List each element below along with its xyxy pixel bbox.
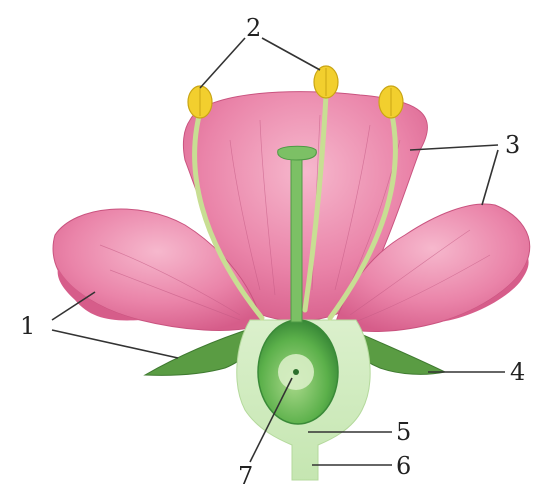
leader-2b xyxy=(262,38,320,70)
label-1: 1 xyxy=(20,312,35,340)
style xyxy=(291,158,302,322)
leader-3a xyxy=(410,145,498,150)
leader-2a xyxy=(200,38,245,88)
label-3: 3 xyxy=(505,131,520,159)
stigma xyxy=(278,146,317,160)
leader-1b xyxy=(52,330,178,358)
leader-3b xyxy=(482,150,498,205)
label-7: 7 xyxy=(238,462,253,490)
ovule-core xyxy=(293,369,299,375)
label-5: 5 xyxy=(396,418,411,446)
label-4: 4 xyxy=(510,358,525,386)
label-2: 2 xyxy=(246,14,261,42)
label-6: 6 xyxy=(396,452,411,480)
